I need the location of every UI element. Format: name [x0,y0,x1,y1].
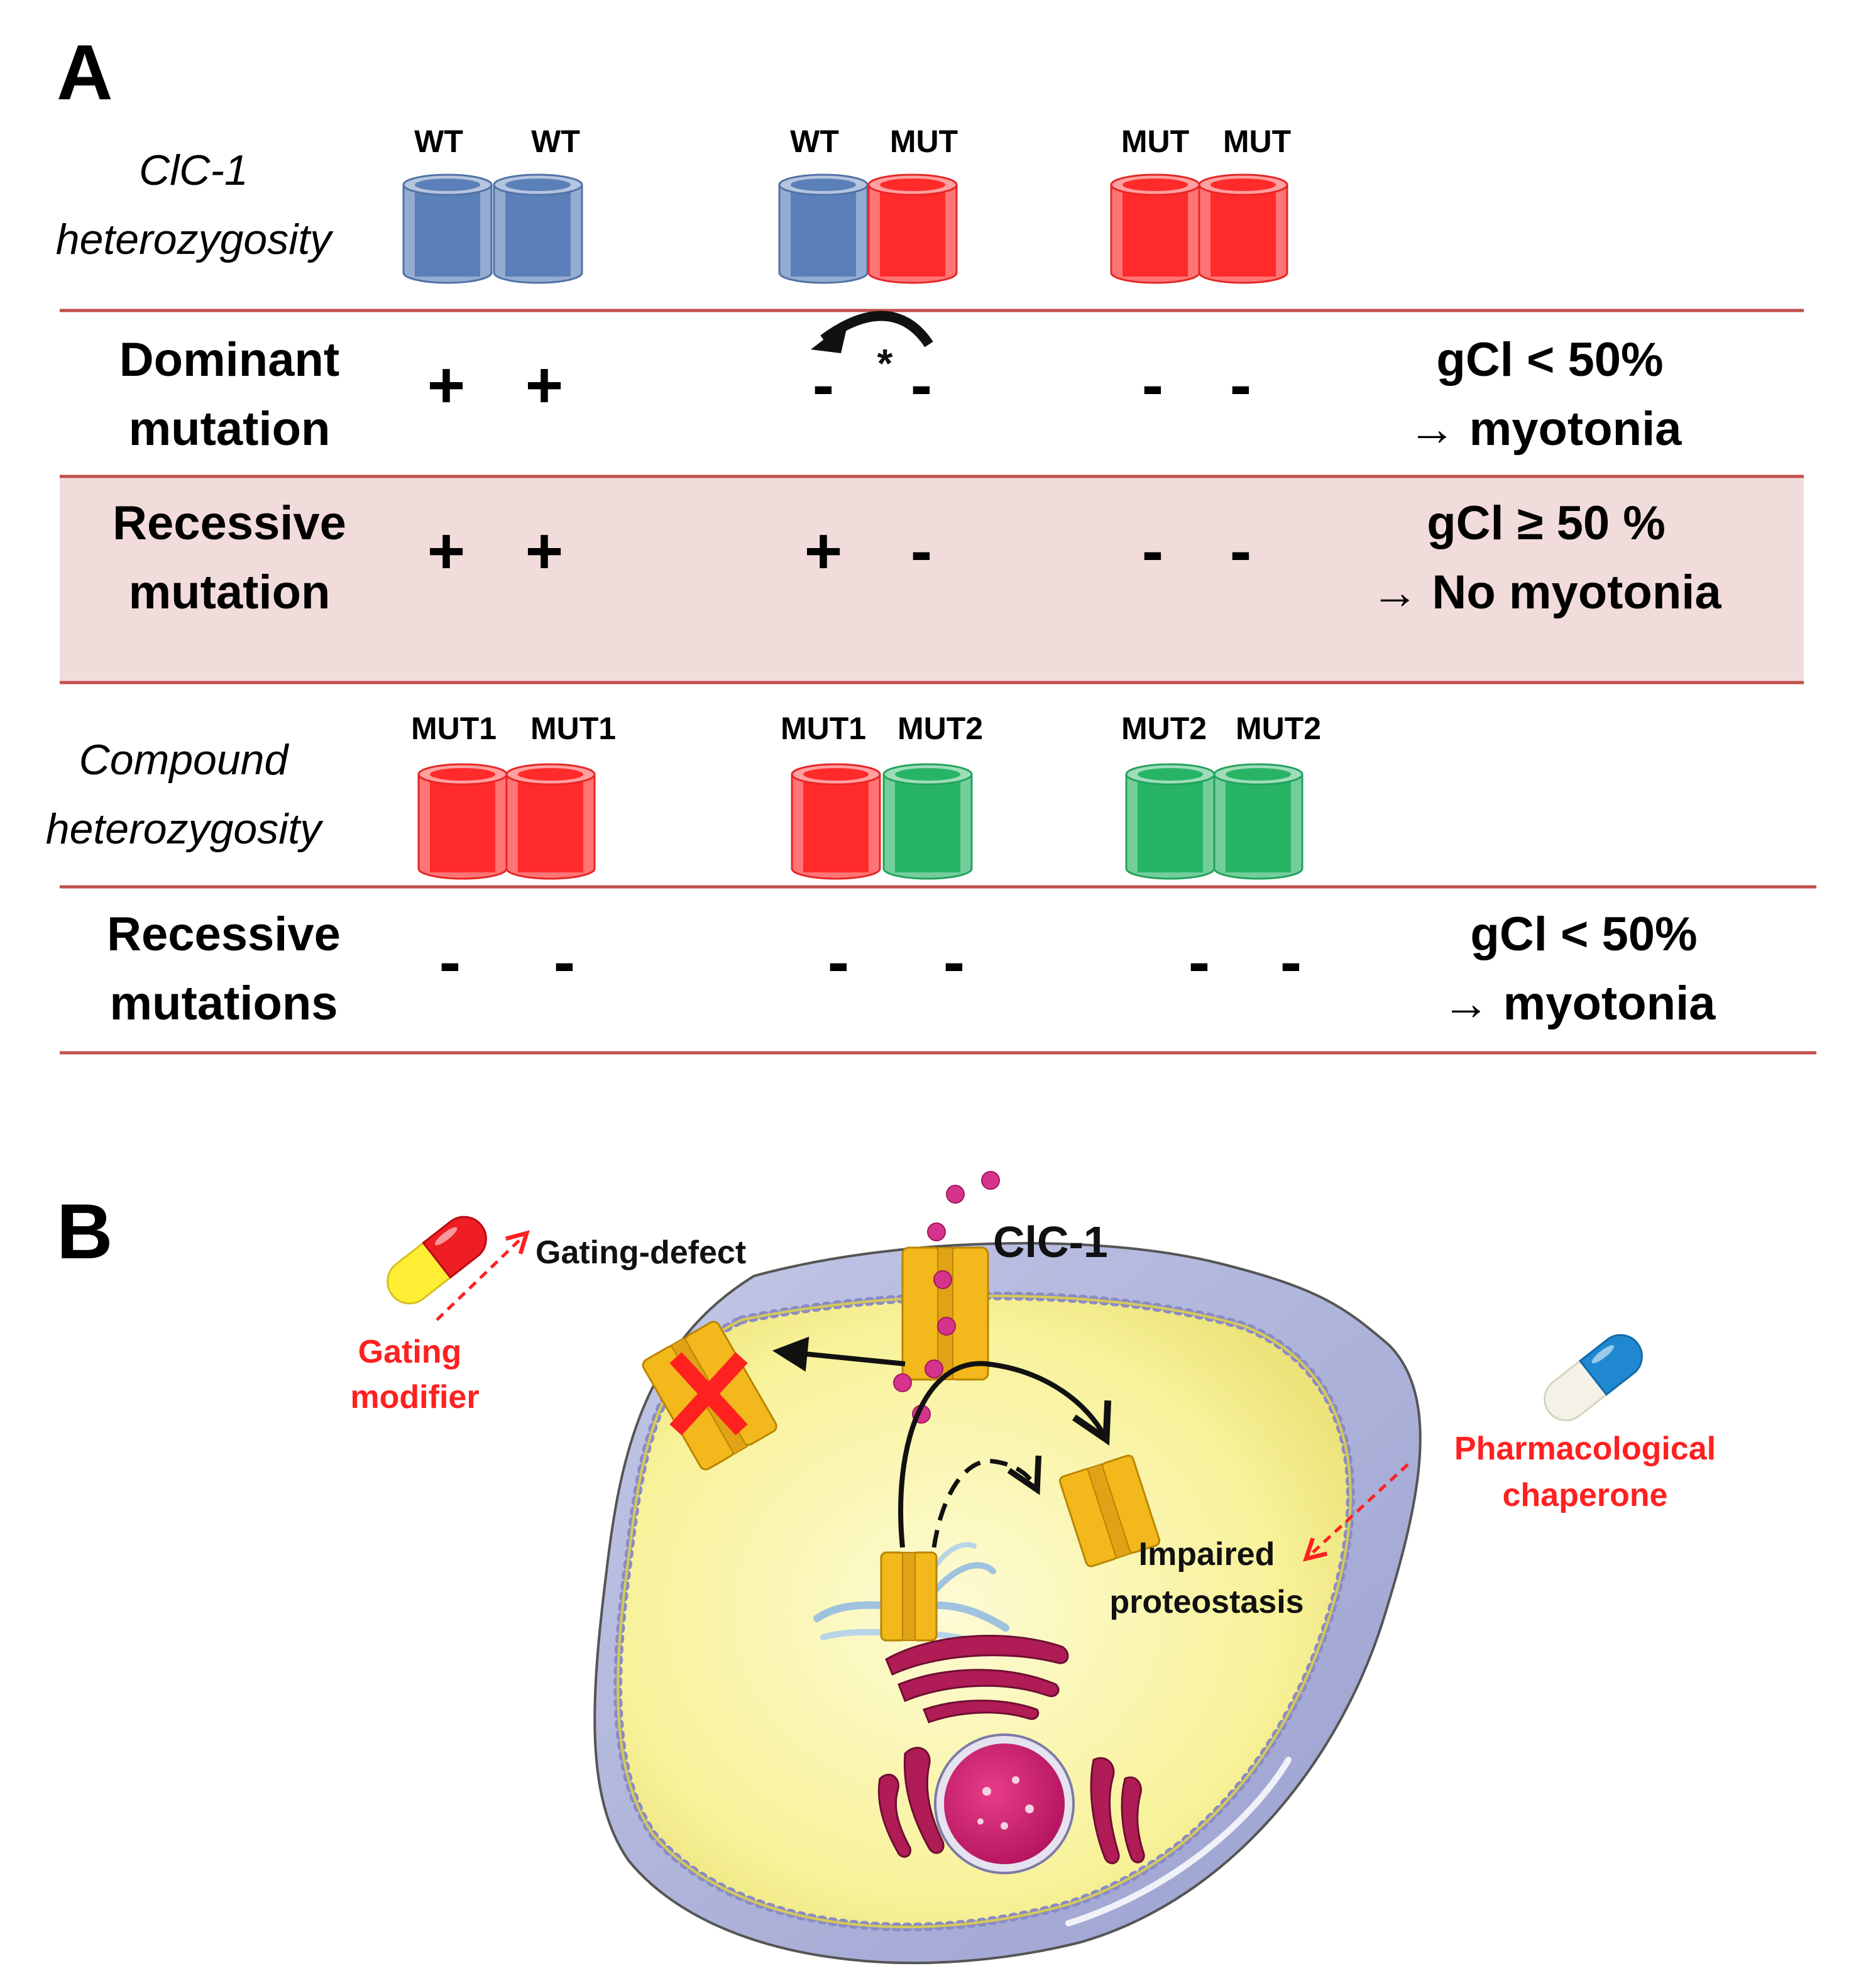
cell-highlight [1065,1757,1292,1926]
cell-inner-membrane [617,1294,1352,1928]
rough-er [877,1747,1145,1864]
panel-a-letter: A [57,30,113,116]
s2-g3-right-header: MUT2 [1236,711,1321,746]
s1-g1-left-header: WT [414,124,463,159]
s1-g3-right-header: MUT [1223,124,1291,159]
channel-subunit-5-left [791,763,881,880]
s2-g3-left-header: MUT2 [1121,711,1207,746]
section2-channel-dimers [417,763,1304,880]
clc1-membrane-channel [901,1246,989,1381]
recessive-signs: + + + - - - [427,515,1252,588]
dominant-label-line1: Dominant [119,333,339,387]
channel-subunit-4-right [505,763,596,880]
compound-result-line2: → myotonia [1442,977,1716,1030]
sign: - [1280,926,1302,999]
nucleus [944,1744,1065,1864]
recessive-label-line2: mutation [129,566,331,619]
sign: - [911,515,933,588]
gating-modifier-capsule [387,1216,487,1305]
sign: - [911,349,933,422]
s1-g2-right-header: MUT [890,124,958,159]
sign: - [1230,349,1252,422]
compound-result-line1: gCl < 50% [1470,908,1697,961]
nucleoli [977,1776,1034,1830]
channel-subunit-3-left [1110,173,1200,284]
cytoplasmic-channel [1058,1454,1161,1568]
channel-subunit-2-right [867,173,958,284]
section1-label-line2: heterozygosity [56,216,334,263]
chaperone-capsule [1544,1334,1643,1422]
section1-label-line1: ClC-1 [139,146,248,194]
sign: - [439,926,461,999]
s2-g1-right-header: MUT1 [530,711,616,746]
impaired-proteostasis-line1: Impaired [1139,1536,1275,1573]
dominant-result-line2: → myotonia [1408,402,1683,456]
defect-red-x [669,1352,748,1436]
dominant-signs: + + - - - - [427,349,1252,422]
sign: + [427,515,466,588]
gating-modifier-line1: Gating [358,1334,462,1370]
impaired-proteostasis-line2: proteostasis [1109,1584,1304,1620]
sign: - [1142,515,1164,588]
channel-subunit-4-left [417,763,508,880]
sign: - [1189,926,1210,999]
er-channel [880,1551,938,1642]
section2-label-line2: heterozygosity [46,805,324,853]
sign: - [828,926,850,999]
s1-g2-left-header: WT [790,124,839,159]
s1-g3-left-header: MUT [1121,124,1189,159]
recessive-mutations-label-line1: Recessive [107,908,341,961]
s2-g1-left-header: MUT1 [411,711,497,746]
recessive-mutations-label-line2: mutations [109,977,338,1030]
sign: + [525,515,564,588]
recessive-row-shading [60,476,1804,683]
channel-subunit-6-right [1213,763,1304,880]
sign: - [943,926,965,999]
section1-channel-dimers [402,173,1288,284]
sign: + [427,349,466,422]
s1-g1-right-header: WT [531,124,580,159]
trafficking-solid-arrow [898,1361,1112,1548]
dominant-label-line2: mutation [129,402,331,456]
dominant-negative-arrowhead [811,321,848,353]
sign: - [1142,349,1164,422]
recessive-result-line2: → No myotonia [1371,566,1721,619]
channel-subunit-1-right [493,173,583,284]
panel-b-letter: B [57,1189,113,1275]
compound-signs: - - - - - - [439,926,1302,999]
sign: - [813,349,835,422]
to-defect-arrow [772,1336,906,1372]
chaperone-line2: chaperone [1503,1477,1668,1513]
channel-subunit-6-left [1125,763,1216,880]
chaperone-arrow [1306,1463,1409,1559]
gating-defect-label: Gating-defect [535,1234,746,1271]
sign: - [554,926,576,999]
sign: - [1230,515,1252,588]
table-rules [60,309,1816,1055]
section2-label-line1: Compound [79,736,290,784]
sign: + [525,349,564,422]
channel-subunit-5-right [882,763,973,880]
golgi-apparatus [885,1635,1069,1723]
channel-subunit-3-right [1198,173,1288,284]
asterisk-label: * [877,341,893,386]
channel-subunit-2-left [778,173,869,284]
gating-modifier-line2: modifier [350,1379,479,1415]
trafficking-dashed-arrow [931,1455,1042,1548]
chaperone-line1: Pharmacological [1454,1431,1716,1467]
sign: + [804,515,843,588]
gating-modifier-arrow [436,1233,527,1321]
recessive-result-line1: gCl ≥ 50 % [1427,497,1666,550]
channel-subunit-1-left [402,173,493,284]
s2-g2-left-header: MUT1 [781,711,866,746]
s2-g2-right-header: MUT2 [898,711,983,746]
dominant-result-line1: gCl < 50% [1436,333,1663,387]
clc1-label: ClC-1 [993,1217,1108,1266]
recessive-label-line1: Recessive [113,497,346,550]
